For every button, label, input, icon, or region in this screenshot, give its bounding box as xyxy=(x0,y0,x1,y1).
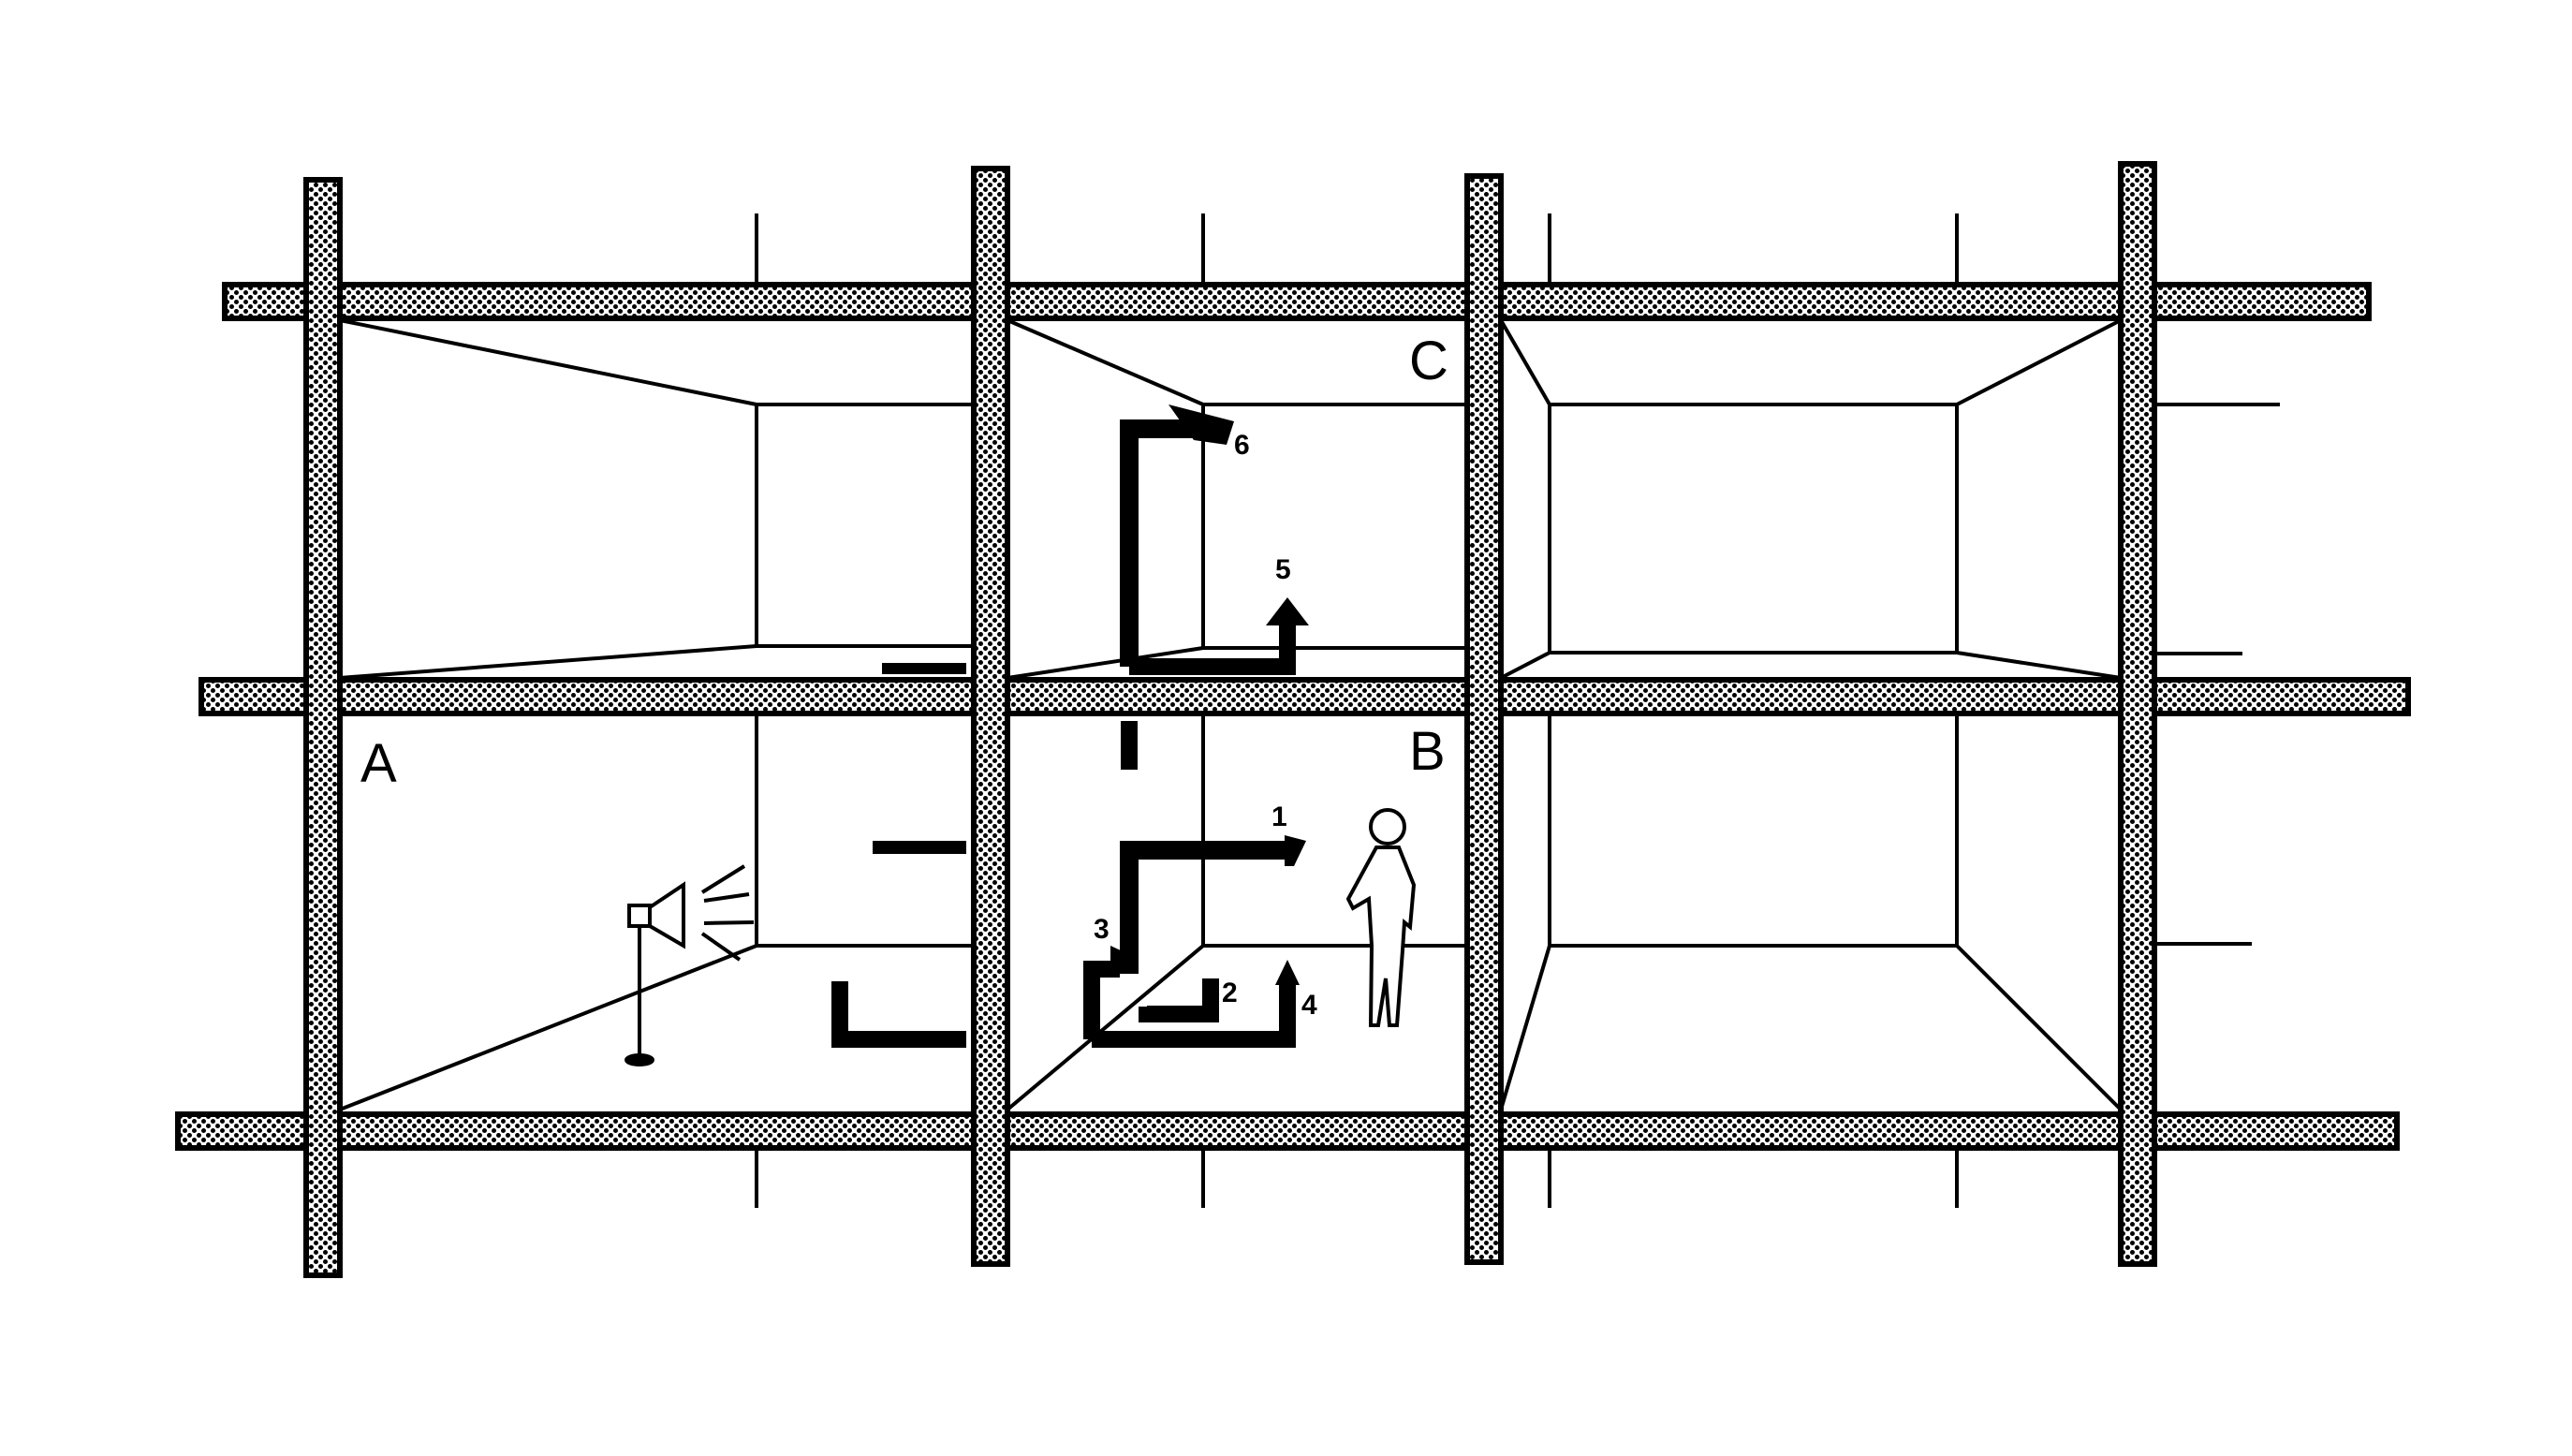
floor-slabs xyxy=(175,282,2411,1151)
path-label-6: 6 xyxy=(1234,430,1250,461)
sound-path-2 xyxy=(831,981,966,1048)
sound-path-4-arrow xyxy=(1275,960,1300,985)
path-label-4: 4 xyxy=(1301,990,1317,1021)
wall-2 xyxy=(971,166,1010,1267)
wall-3 xyxy=(1464,173,1504,1265)
sound-path-5-arrow xyxy=(1266,597,1309,625)
room-label-c: C xyxy=(1409,331,1448,391)
path-label-5: 5 xyxy=(1275,554,1291,585)
room-label-a: A xyxy=(360,733,397,794)
room-label-b: B xyxy=(1409,721,1446,782)
sound-path-5 xyxy=(1129,623,1296,675)
path-label-1: 1 xyxy=(1271,802,1287,832)
sound-paths xyxy=(831,404,1309,1048)
room-perspective xyxy=(339,318,2123,1111)
listener-person-icon xyxy=(1345,808,1417,1027)
sound-path-2-b xyxy=(1139,978,1219,1022)
loudspeaker-icon xyxy=(625,864,755,1066)
bottom-slab xyxy=(175,1111,2400,1151)
path-label-2: 2 xyxy=(1222,978,1238,1008)
path-label-3: 3 xyxy=(1094,914,1110,945)
sound-path-1-b xyxy=(1120,841,1287,974)
top-slab xyxy=(222,282,2372,321)
sound-path-3-arrow xyxy=(1110,946,1135,974)
wall-1 xyxy=(303,177,343,1278)
outside-stubs xyxy=(755,213,2280,1208)
wall-4 xyxy=(2118,161,2157,1267)
wall-columns xyxy=(303,161,2157,1278)
sound-path-1-arrow xyxy=(1285,835,1306,866)
middle-slab xyxy=(198,677,2411,716)
sound-path-6 xyxy=(1120,419,1194,667)
sound-path-6-arrow xyxy=(1168,404,1234,445)
sound-path-4 xyxy=(1092,981,1296,1048)
